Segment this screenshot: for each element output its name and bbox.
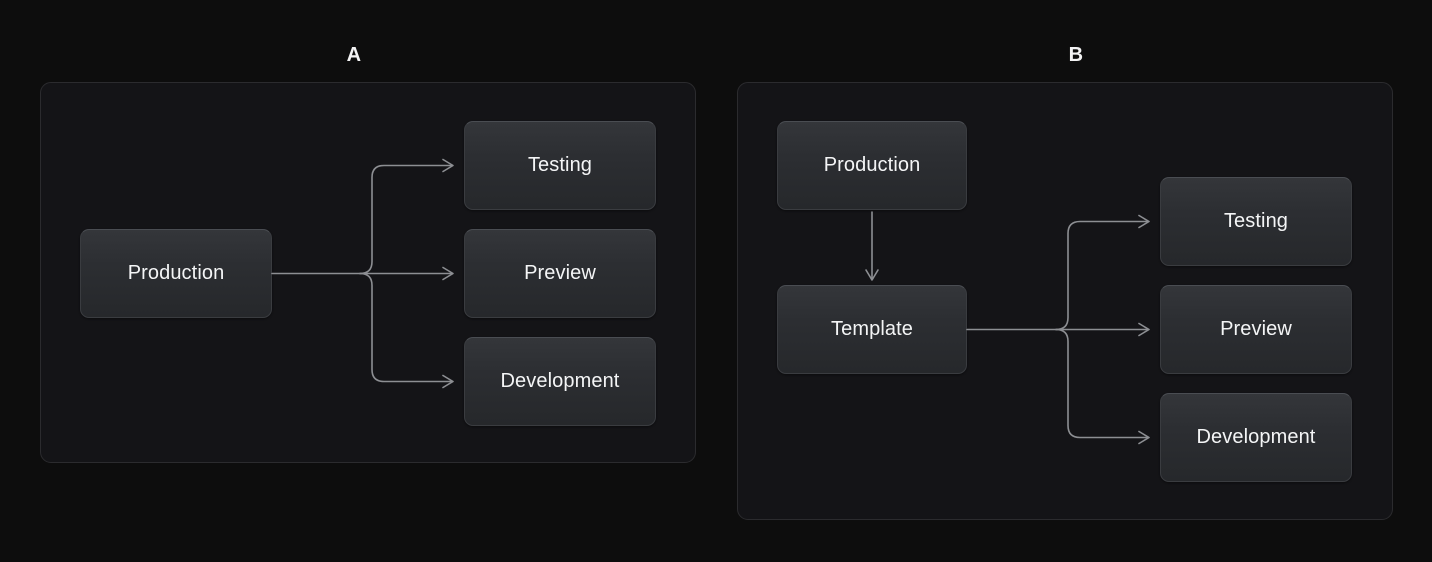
node-b-testing-label: Testing (1223, 210, 1289, 232)
node-b-testing[interactable]: Testing (1160, 177, 1352, 266)
node-b-production-label: Production (823, 154, 921, 176)
node-b-development[interactable]: Development (1160, 393, 1352, 482)
node-a-testing[interactable]: Testing (464, 121, 656, 210)
node-b-production[interactable]: Production (777, 121, 967, 210)
node-a-testing-label: Testing (527, 154, 593, 176)
node-a-preview-label: Preview (524, 262, 596, 284)
panel-a-label: A (346, 44, 362, 66)
node-a-development-label: Development (500, 370, 620, 392)
node-b-development-label: Development (1196, 426, 1316, 448)
node-a-development[interactable]: Development (464, 337, 656, 426)
node-b-preview[interactable]: Preview (1160, 285, 1352, 374)
node-a-preview[interactable]: Preview (464, 229, 656, 318)
node-b-template-label: Template (831, 318, 913, 340)
node-a-production-label: Production (127, 262, 225, 284)
node-a-production[interactable]: Production (80, 229, 272, 318)
node-b-template[interactable]: Template (777, 285, 967, 374)
node-b-preview-label: Preview (1220, 318, 1292, 340)
panel-b-label: B (1068, 44, 1084, 66)
